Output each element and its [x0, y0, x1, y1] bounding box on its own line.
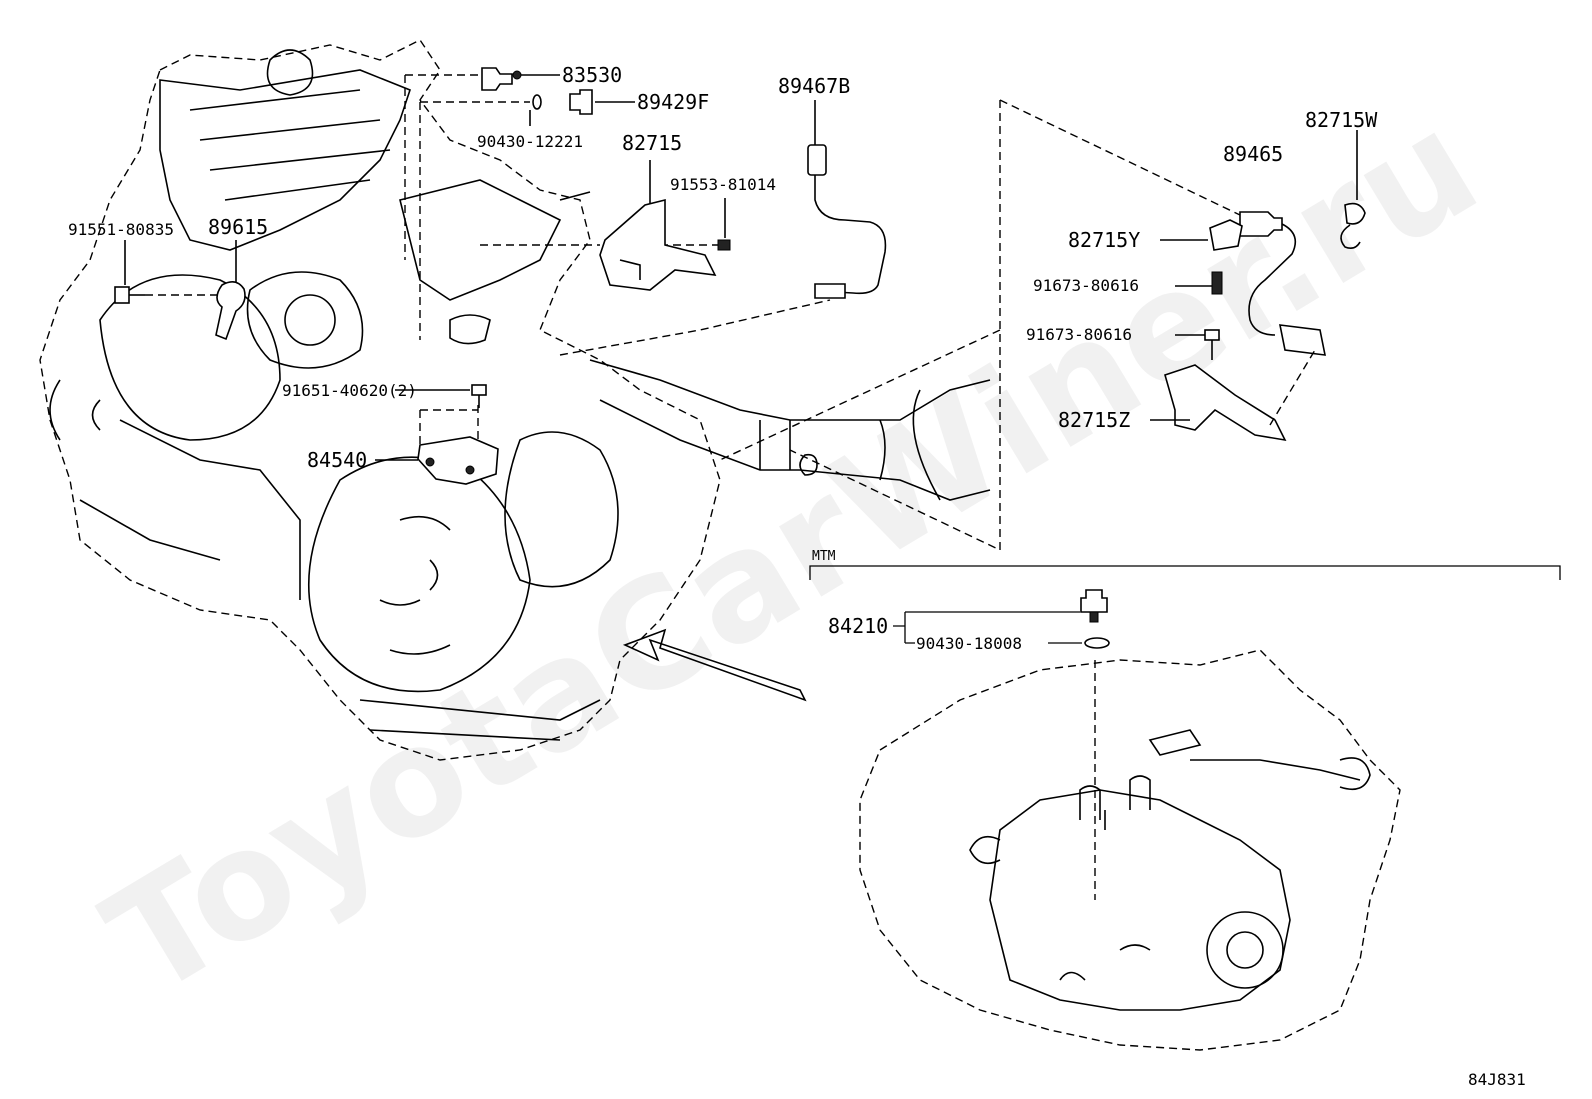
- mtm-transmission-drawing: [859, 649, 1401, 1051]
- label-83530[interactable]: 83530: [562, 63, 622, 87]
- part-labels: 83530 89429F 90430-12221 89467B 82715 91…: [68, 63, 1526, 1089]
- label-89429F[interactable]: 89429F: [637, 90, 709, 114]
- label-82715Z[interactable]: 82715Z: [1058, 408, 1130, 432]
- part-82715Z-bracket: [1150, 349, 1316, 442]
- label-91673-80616-b[interactable]: 91673-80616: [1026, 325, 1132, 344]
- leader-84210: [893, 611, 1082, 644]
- label-89465[interactable]: 89465: [1223, 142, 1283, 166]
- part-89615-knock-sensor: [215, 281, 246, 341]
- label-91553-81014[interactable]: 91553-81014: [670, 175, 776, 194]
- part-84540-neutral-switch: [417, 436, 499, 485]
- watermark: ToyotaCarWiner.ru: [79, 78, 1506, 1031]
- label-90430-12221[interactable]: 90430-12221: [477, 132, 583, 151]
- part-91651-40620-bolt: [471, 384, 487, 408]
- label-82715W[interactable]: 82715W: [1305, 108, 1378, 132]
- label-89467B[interactable]: 89467B: [778, 74, 850, 98]
- part-89429F-sensor: [532, 89, 593, 115]
- part-83530-switch: [481, 67, 522, 91]
- part-89465-sensor: [1239, 211, 1327, 356]
- part-90430-18008-gasket: [1084, 637, 1110, 649]
- section-label-mtm: MTM: [812, 549, 836, 564]
- diagram-code: 84J831: [1468, 1070, 1526, 1089]
- part-91673-80616-bolt-a: [1175, 271, 1223, 295]
- label-82715Y[interactable]: 82715Y: [1068, 228, 1140, 252]
- part-82715-bracket: [599, 198, 717, 291]
- label-82715[interactable]: 82715: [622, 131, 682, 155]
- leader-lines: [124, 74, 1561, 580]
- part-89467B-oxygen-sensor: [807, 100, 887, 299]
- part-82715Y-bracket: [1160, 219, 1243, 251]
- label-91651-40620[interactable]: 91651-40620(2): [282, 381, 417, 400]
- part-82715W-clip: [1340, 130, 1366, 249]
- label-84540[interactable]: 84540: [307, 448, 367, 472]
- label-89615[interactable]: 89615: [208, 215, 268, 239]
- part-91553-81014-bolt: [717, 239, 731, 251]
- label-91551-80835[interactable]: 91551-80835: [68, 220, 174, 239]
- label-84210[interactable]: 84210: [828, 614, 888, 638]
- part-91551-80835-bolt: [114, 286, 145, 304]
- label-90430-18008[interactable]: 90430-18008: [916, 634, 1022, 653]
- label-91673-80616-a[interactable]: 91673-80616: [1033, 276, 1139, 295]
- part-91673-80616-bolt-b: [1175, 329, 1220, 360]
- part-84210-switch: [1080, 589, 1108, 623]
